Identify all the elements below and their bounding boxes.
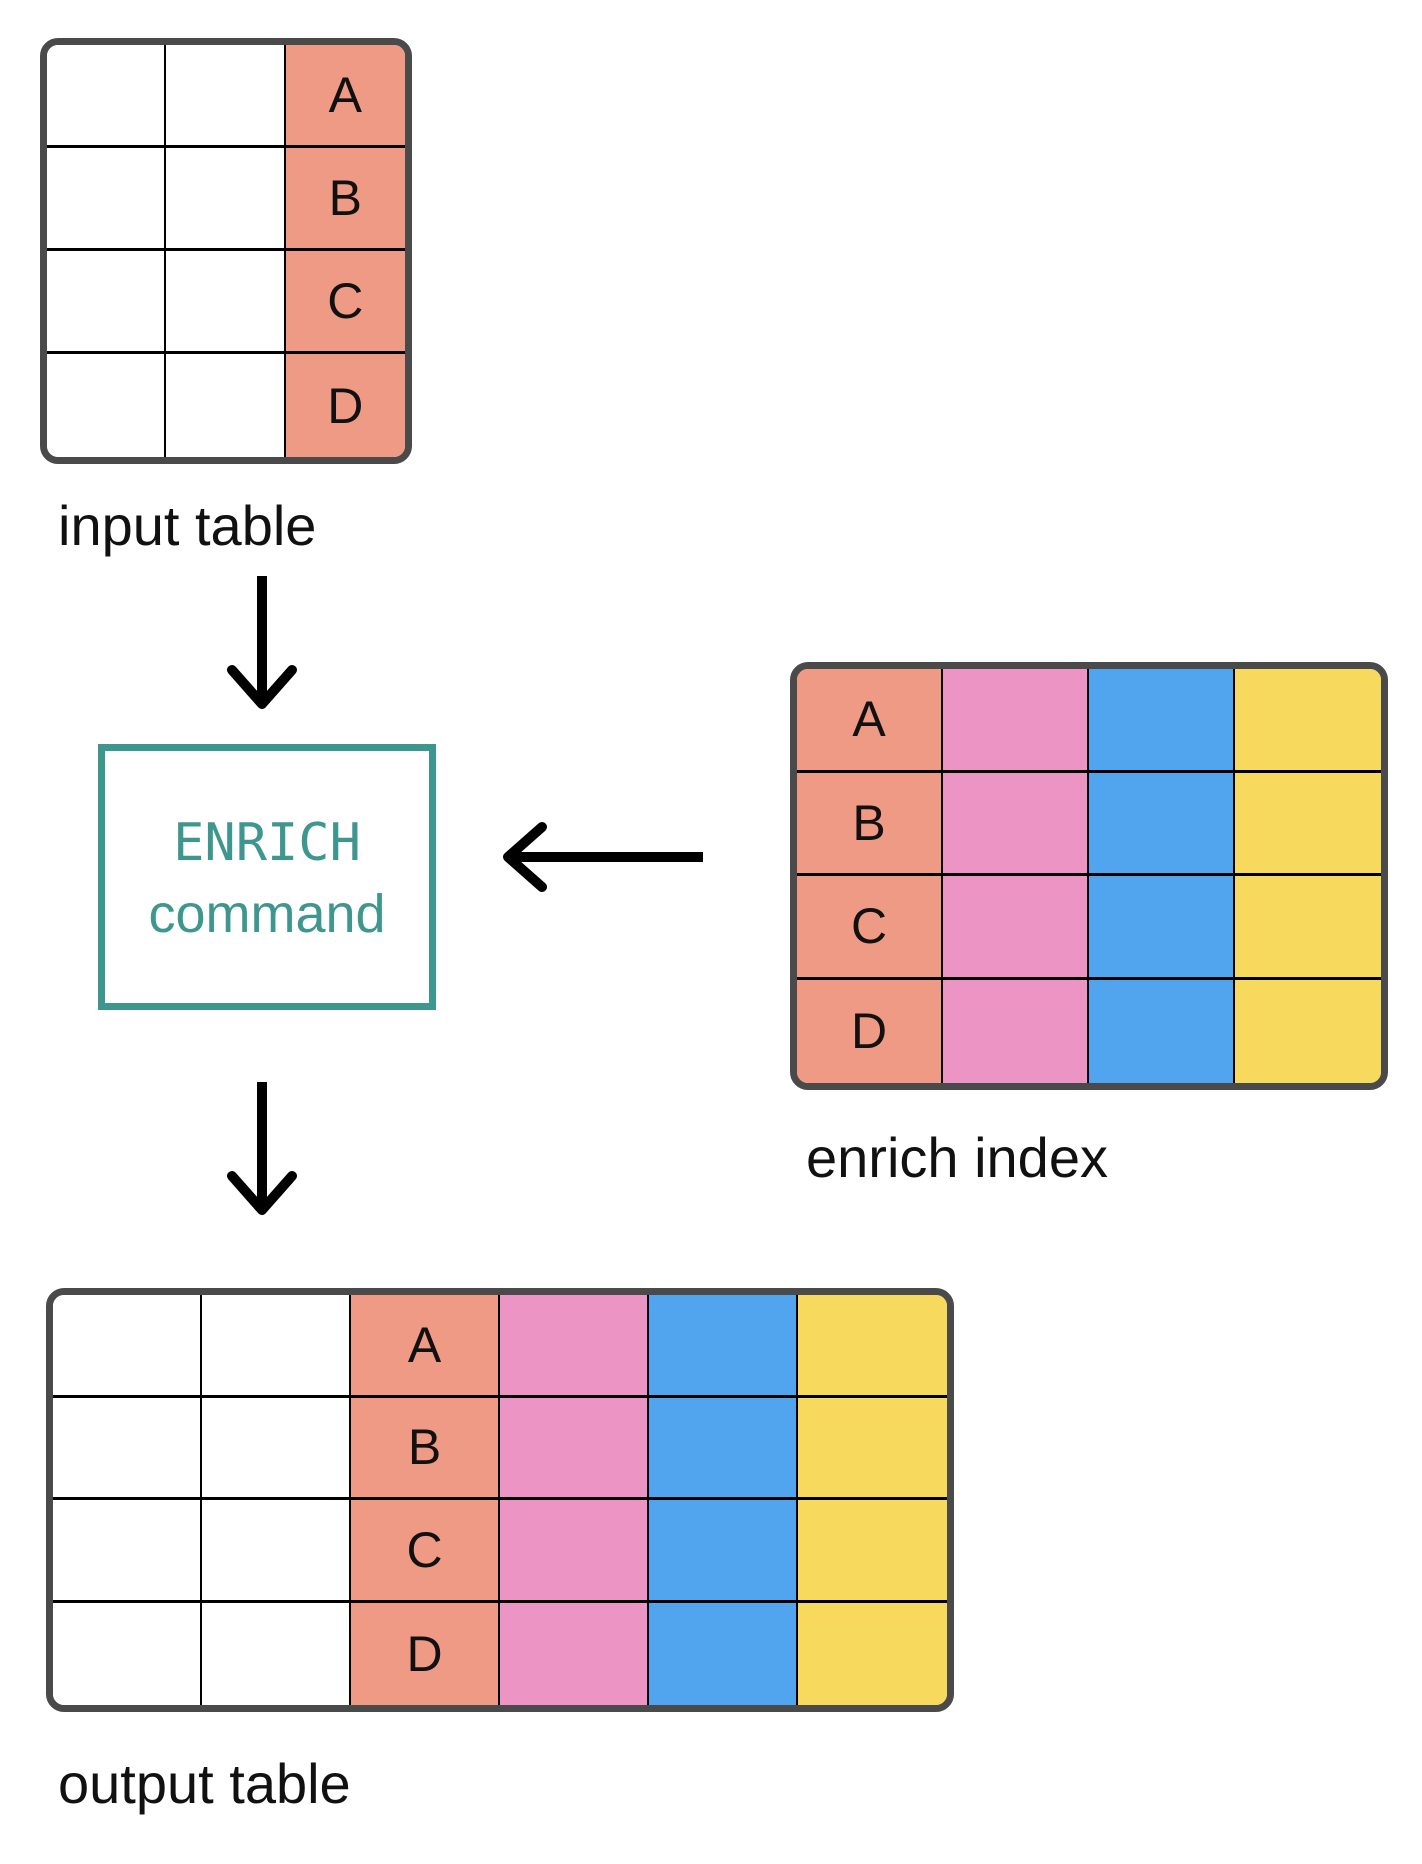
blank-cell (47, 148, 167, 251)
enrich-field-cell (943, 876, 1089, 980)
input-key-cell: B (285, 148, 405, 251)
blank-cell (166, 354, 286, 457)
arrow-down-icon (227, 576, 297, 709)
enrich-field-cell (1089, 669, 1235, 773)
blank-cell (53, 1500, 202, 1603)
enrich-field-cell (1235, 979, 1381, 1083)
enriched-cell (500, 1295, 649, 1398)
enrich-command-box: ENRICH command (98, 744, 436, 1010)
enrich-index-label: enrich index (806, 1126, 1108, 1189)
index-key-cell: A (797, 669, 943, 773)
blank-cell (166, 148, 286, 251)
input-key-cell: D (285, 354, 405, 457)
arrow-left-icon (503, 822, 703, 892)
enriched-cell (500, 1397, 649, 1500)
arrow-down-icon (227, 1082, 297, 1215)
enriched-cell (798, 1500, 947, 1603)
enriched-cell (649, 1295, 798, 1398)
output-table-label: output table (58, 1752, 351, 1815)
enriched-cell (798, 1397, 947, 1500)
enriched-cell (500, 1500, 649, 1603)
enrich-command-title: ENRICH (173, 812, 361, 873)
blank-cell (53, 1295, 202, 1398)
enrich-command-subtitle: command (148, 883, 386, 944)
input-table: A B C D (40, 38, 412, 464)
blank-cell (202, 1602, 351, 1705)
output-key-cell: A (351, 1295, 500, 1398)
enrich-field-cell (1235, 772, 1381, 876)
enriched-cell (500, 1602, 649, 1705)
enrich-field-cell (1089, 979, 1235, 1083)
output-key-cell: D (351, 1602, 500, 1705)
output-key-cell: B (351, 1397, 500, 1500)
blank-cell (166, 45, 286, 148)
blank-cell (53, 1602, 202, 1705)
enriched-cell (798, 1602, 947, 1705)
enrich-field-cell (1089, 772, 1235, 876)
blank-cell (202, 1295, 351, 1398)
blank-cell (202, 1500, 351, 1603)
blank-cell (202, 1397, 351, 1500)
blank-cell (47, 354, 167, 457)
enrich-field-cell (943, 669, 1089, 773)
index-key-cell: D (797, 979, 943, 1083)
enrich-field-cell (1235, 876, 1381, 980)
blank-cell (166, 251, 286, 354)
enriched-cell (649, 1602, 798, 1705)
output-table: A B C D (46, 1288, 954, 1712)
enrich-field-cell (943, 772, 1089, 876)
enrich-field-cell (943, 979, 1089, 1083)
input-key-cell: A (285, 45, 405, 148)
enrich-index-table: A B C D (790, 662, 1388, 1090)
blank-cell (53, 1397, 202, 1500)
index-key-cell: C (797, 876, 943, 980)
enriched-cell (649, 1397, 798, 1500)
output-key-cell: C (351, 1500, 500, 1603)
enrich-field-cell (1235, 669, 1381, 773)
input-table-label: input table (58, 494, 317, 557)
enriched-cell (798, 1295, 947, 1398)
blank-cell (47, 45, 167, 148)
input-key-cell: C (285, 251, 405, 354)
enrich-field-cell (1089, 876, 1235, 980)
blank-cell (47, 251, 167, 354)
enriched-cell (649, 1500, 798, 1603)
index-key-cell: B (797, 772, 943, 876)
